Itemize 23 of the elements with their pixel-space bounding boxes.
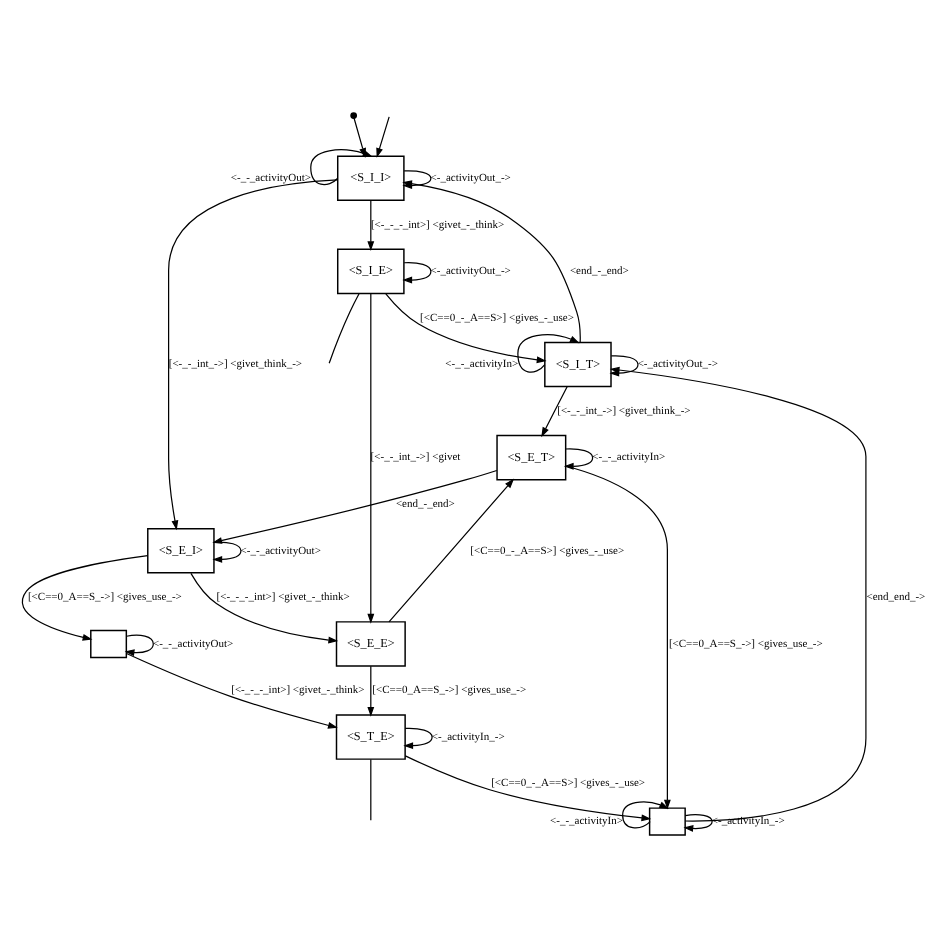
node-box (90, 629, 128, 659)
arrow (403, 727, 433, 750)
arrow (385, 293, 547, 364)
arrow (168, 179, 339, 531)
arrow (683, 814, 713, 832)
arrow (404, 755, 652, 822)
connector (370, 758, 372, 821)
arrow (388, 478, 515, 623)
arrow (190, 572, 339, 644)
connector (328, 292, 360, 364)
arrow (376, 116, 390, 158)
arrow (367, 292, 375, 624)
arrow (517, 334, 580, 373)
arrow (212, 541, 242, 563)
arrow (367, 199, 375, 252)
arrow (541, 386, 568, 438)
arrow (21, 555, 149, 641)
arrow (125, 652, 338, 729)
arrow (367, 665, 375, 717)
arrow (124, 634, 154, 657)
arrow (402, 262, 432, 284)
node-point (350, 112, 358, 119)
node-box (648, 807, 686, 836)
